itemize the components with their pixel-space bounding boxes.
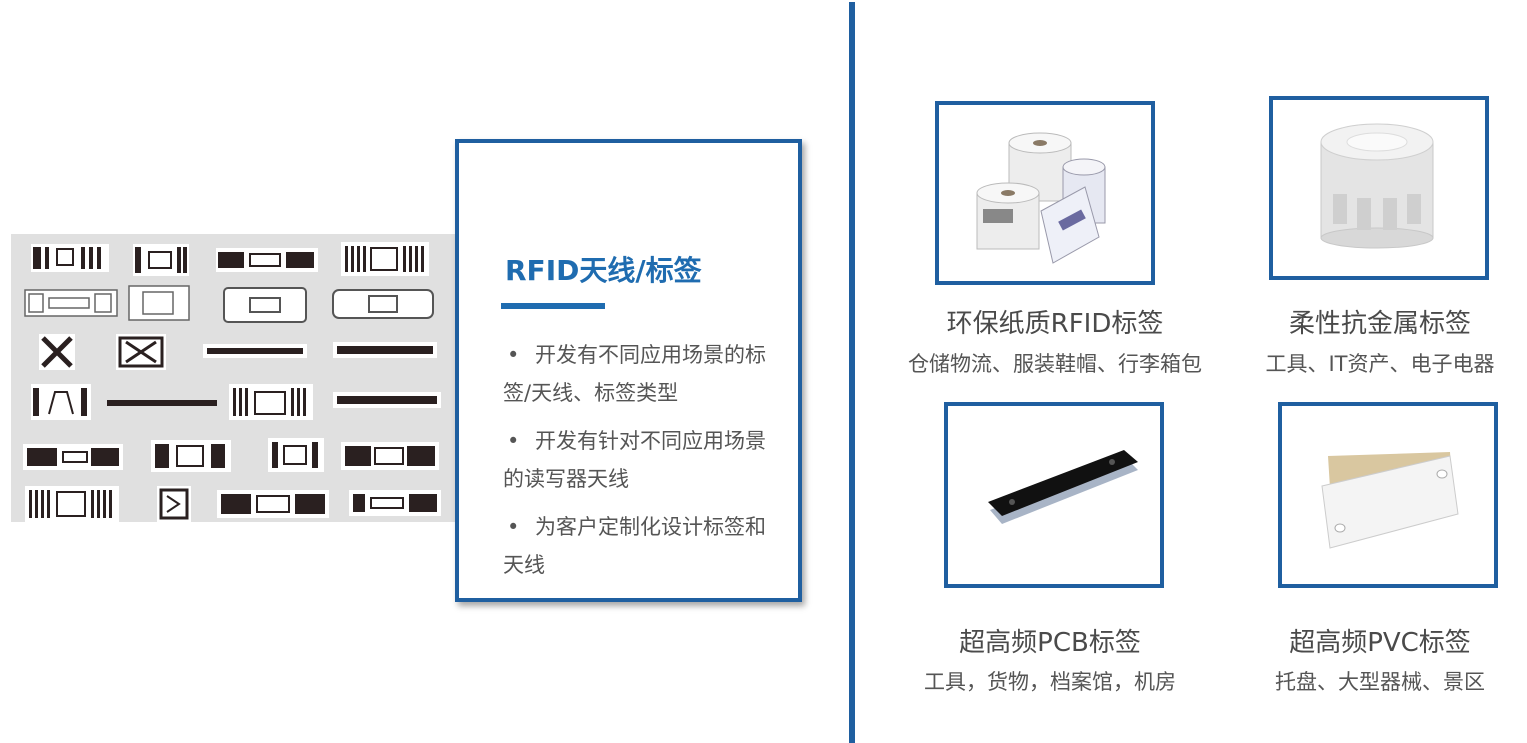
feature-text: 开发有不同应用场景的标签/天线、标签类型 [503, 343, 766, 405]
feature-item: •为客户定制化设计标签和天线 [503, 508, 773, 584]
antenna-inlays-graphic [23, 242, 441, 522]
bullet-icon: • [507, 343, 520, 367]
product-name: 柔性抗金属标签 [1288, 309, 1471, 339]
feature-text: 开发有针对不同应用场景的读写器天线 [503, 429, 766, 491]
paper-label-rolls-image [935, 101, 1155, 285]
product-name: 超高频PCB标签 [959, 628, 1141, 658]
feature-list: •开发有不同应用场景的标签/天线、标签类型 •开发有针对不同应用场景的读写器天线… [503, 336, 773, 594]
feature-item: •开发有不同应用场景的标签/天线、标签类型 [503, 336, 773, 412]
pvc-tag-icon [1321, 452, 1459, 549]
flexible-label-roll-icon [1320, 123, 1434, 249]
bullet-icon: • [507, 515, 520, 539]
rfid-antenna-inlays-image [11, 234, 455, 522]
bullet-icon: • [507, 429, 520, 453]
pcb-tag-icon [988, 450, 1138, 524]
pvc-tag-image [1278, 402, 1498, 588]
feature-text: 为客户定制化设计标签和天线 [503, 515, 766, 577]
title-underline [501, 303, 605, 309]
product-uses: 工具，货物，档案馆，机房 [924, 670, 1176, 694]
feature-item: •开发有针对不同应用场景的读写器天线 [503, 422, 773, 498]
flexible-label-roll-image [1269, 96, 1489, 280]
paper-label-rolls-icon [976, 132, 1106, 264]
product-name: 环保纸质RFID标签 [946, 309, 1164, 339]
card-title: RFID天线/标签 [505, 254, 702, 287]
product-uses: 托盘、大型器械、景区 [1275, 670, 1485, 694]
vertical-divider [849, 2, 855, 743]
rfid-info-card: RFID天线/标签 •开发有不同应用场景的标签/天线、标签类型 •开发有针对不同… [455, 139, 802, 602]
pcb-tag-image [944, 402, 1164, 588]
product-uses: 工具、IT资产、电子电器 [1265, 352, 1495, 376]
product-name: 超高频PVC标签 [1289, 628, 1471, 658]
product-uses: 仓储物流、服装鞋帽、行李箱包 [908, 352, 1202, 376]
